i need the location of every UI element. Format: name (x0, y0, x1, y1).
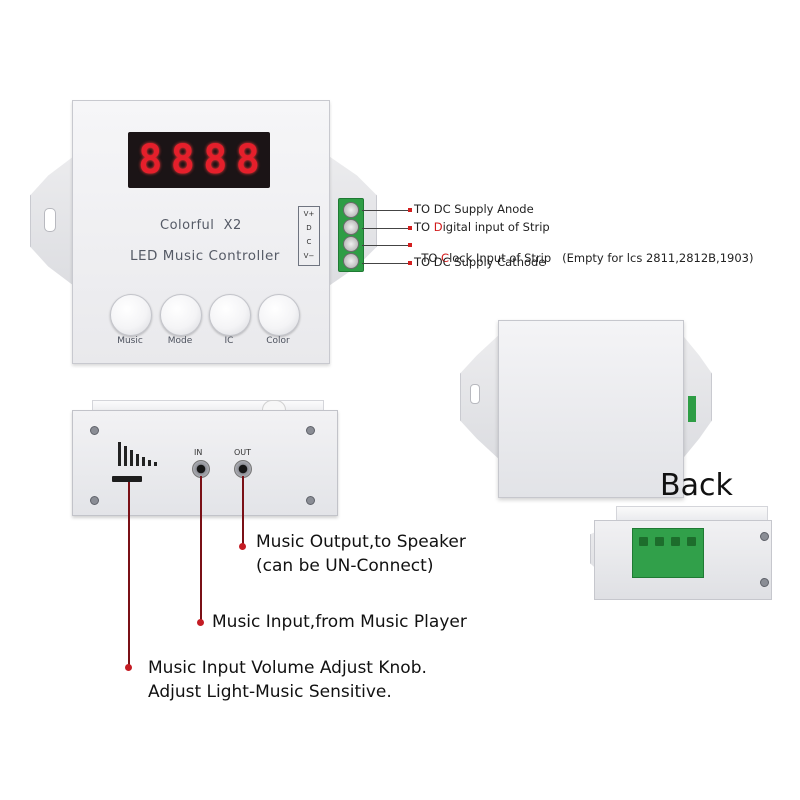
music-input-note: Music Input,from Music Player (212, 612, 467, 632)
leader-endpoint (239, 543, 246, 550)
mode-button[interactable] (160, 294, 202, 336)
terminal-marker (408, 208, 412, 212)
terminal-slot (639, 537, 648, 546)
note-line: Adjust Light-Music Sensitive. (148, 682, 392, 702)
terminal-slot (687, 537, 696, 546)
terminal-screw (343, 253, 359, 269)
color-button[interactable] (258, 294, 300, 336)
back-terminal-edge (688, 396, 696, 422)
seven-segment-display: 8 8 8 8 (128, 132, 270, 188)
volume-level-bar (142, 457, 145, 466)
terminal-screw (343, 219, 359, 235)
pin-legend: V+ D C V− (298, 206, 320, 266)
note-line: (can be UN-Connect) (256, 556, 434, 576)
cathode-label: TO DC Supply Cathode (414, 255, 546, 269)
screw-icon (760, 578, 769, 587)
note-line: Music Output,to Speaker (256, 532, 466, 552)
ic-button-label: IC (224, 336, 234, 346)
left-mounting-hole (44, 208, 56, 232)
volume-level-bar (118, 442, 121, 466)
screw-icon (90, 496, 99, 505)
anode-label: TO DC Supply Anode (414, 202, 534, 216)
volume-level-bar (148, 460, 151, 466)
pin-label: V− (303, 252, 315, 260)
terminal-screw (343, 236, 359, 252)
data-input-label: TO Digital input of Strip (414, 220, 550, 234)
volume-level-bar (130, 450, 133, 466)
display-digit: 8 (235, 137, 260, 183)
volume-knob-slot[interactable] (112, 476, 142, 482)
volume-level-bar (136, 454, 139, 466)
back-mounting-hole (470, 384, 480, 404)
music-button-label: Music (117, 336, 143, 346)
screw-icon (90, 426, 99, 435)
display-digit: 8 (138, 137, 163, 183)
pin-label: V+ (303, 210, 315, 218)
front-view-device: 8 8 8 8 Colorful X2 LED Music Controller… (0, 0, 400, 380)
color-button-label: Color (266, 336, 290, 346)
connector-line (362, 210, 408, 211)
model-name: Colorful X2 (160, 218, 242, 233)
terminal-slot (671, 537, 680, 546)
terminal-marker (408, 261, 412, 265)
leader-endpoint (125, 664, 132, 671)
jack-in-label: IN (194, 448, 203, 457)
ic-button[interactable] (209, 294, 251, 336)
leader-line (242, 476, 244, 546)
jack-out-label: OUT (234, 448, 252, 457)
connector-line (362, 245, 408, 246)
music-output-note: Music Output,to Speaker (can be UN-Conne… (256, 530, 466, 578)
leader-endpoint (197, 619, 204, 626)
screw-terminal-block (338, 198, 364, 272)
volume-knob-note: Music Input Volume Adjust Knob. Adjust L… (148, 656, 427, 704)
connector-line (362, 263, 408, 264)
back-panel (498, 320, 684, 498)
screw-icon (306, 496, 315, 505)
music-button[interactable] (110, 294, 152, 336)
display-digit: 8 (203, 137, 228, 183)
back-left-flange (460, 332, 502, 462)
screw-icon (306, 426, 315, 435)
terminal-block-rear (632, 528, 704, 578)
terminal-screw (343, 202, 359, 218)
volume-level-bar (154, 462, 157, 466)
display-digit: 8 (170, 137, 195, 183)
back-view-label: Back (660, 468, 733, 503)
terminal-marker (408, 243, 412, 247)
terminal-slot (655, 537, 664, 546)
pin-label: D (306, 224, 312, 232)
connector-line (362, 228, 408, 229)
back-right-flange (680, 332, 712, 462)
volume-level-bar (124, 446, 127, 466)
screw-icon (760, 532, 769, 541)
clock-input-label: TO Clock Input of Strip (Empty for lcs 2… (421, 251, 754, 265)
pin-label: C (306, 238, 312, 246)
mode-button-label: Mode (167, 336, 193, 346)
note-line: Music Input Volume Adjust Knob. (148, 658, 427, 678)
leader-line (128, 482, 130, 668)
product-name: LED Music Controller (130, 248, 280, 264)
leader-line (200, 476, 202, 624)
terminal-marker (408, 226, 412, 230)
